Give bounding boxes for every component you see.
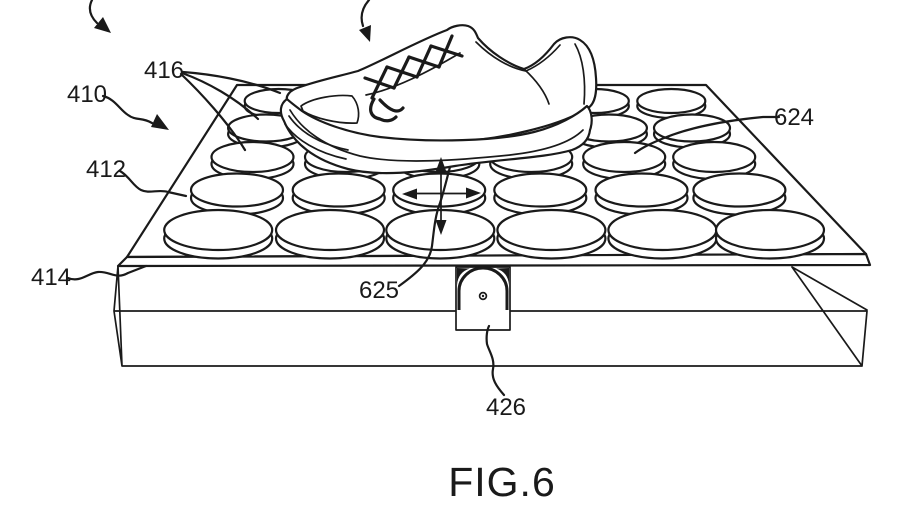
leader-410 [101, 94, 154, 125]
pointer-arrow-top-center [360, 0, 371, 28]
leader-414 [66, 264, 148, 281]
pivot-circle [478, 291, 488, 301]
arrowhead-down [435, 220, 447, 235]
shoe-upper [285, 24, 598, 144]
pointer-arrowhead-top-center [359, 25, 371, 42]
label-624: 624 [774, 104, 814, 131]
arrowhead-left [402, 188, 417, 200]
pressure-disc [210, 140, 295, 174]
leader-lines [66, 0, 781, 397]
sneaker [279, 24, 598, 175]
housing-corner-right [496, 268, 509, 285]
reference-numerals: 410 412 414 416 624 625 426 [31, 57, 814, 421]
toe-cap-seam [300, 94, 360, 124]
label-426: 426 [486, 394, 526, 421]
label-416: 416 [144, 57, 184, 84]
leader-624 [633, 115, 781, 155]
label-414: 414 [31, 264, 71, 291]
arrowhead-up [435, 157, 447, 172]
sole-midline [289, 109, 584, 162]
leader-625 [397, 165, 452, 288]
roller-dome [457, 266, 509, 310]
actuator-426 [455, 266, 511, 331]
pivot-dot [481, 294, 485, 298]
label-625: 625 [359, 277, 399, 304]
arrowhead-right [466, 187, 481, 199]
pointer-arrow-top-left [88, 0, 99, 25]
pressure-disc [636, 87, 707, 115]
motion-arrows [402, 157, 481, 235]
pressure-disc [714, 208, 826, 252]
arrowhead-410 [151, 114, 169, 130]
pressure-disc [672, 140, 757, 174]
leader-416-b [180, 71, 260, 121]
pressure-disc [496, 208, 607, 252]
shoelaces [363, 34, 464, 123]
pressure-disc [189, 172, 285, 208]
pressure-disc [594, 172, 689, 208]
pressure-disc [163, 208, 274, 252]
leader-412 [118, 169, 188, 198]
pressure-disc [291, 172, 386, 208]
toe-foxing-lines [284, 115, 349, 160]
label-410: 410 [67, 81, 107, 108]
figure-caption: FIG.6 [448, 459, 556, 505]
pointer-arrowhead-top-left [94, 17, 111, 33]
leader-416-c [179, 72, 247, 152]
pressure-disc [607, 208, 718, 252]
label-412: 412 [86, 156, 126, 183]
pressure-disc [274, 208, 386, 252]
leader-426 [485, 324, 506, 397]
base-box [113, 265, 868, 367]
heel-counter-seam [523, 43, 586, 105]
housing-corner-left [457, 268, 470, 285]
pressure-disc [582, 140, 667, 174]
leader-416-a [181, 70, 282, 95]
pressure-disc [493, 172, 588, 208]
pressure-disc [692, 172, 787, 208]
